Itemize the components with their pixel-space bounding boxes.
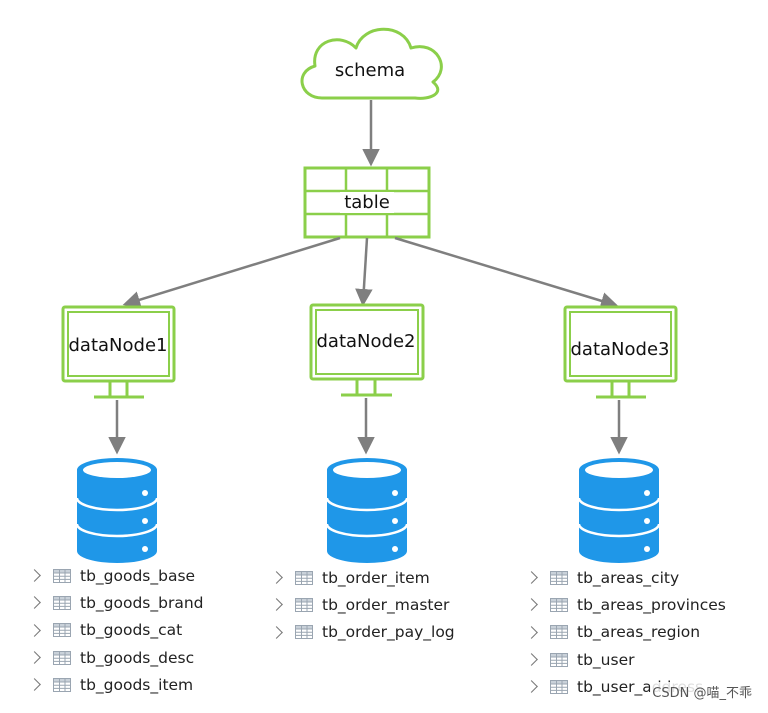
table-list-item[interactable]: tb_order_pay_log xyxy=(270,619,455,646)
table-name: tb_areas_provinces xyxy=(577,595,726,614)
table-name: tb_user xyxy=(577,650,635,669)
table-name: tb_goods_base xyxy=(80,566,196,585)
table-name: tb_order_pay_log xyxy=(322,623,455,642)
watermark: CSDN @喵_不乖 xyxy=(650,682,754,701)
table-name: tb_goods_item xyxy=(80,675,194,694)
chevron-right-icon[interactable] xyxy=(525,598,538,612)
datanode-2-table-list: tb_order_item tb_order_master tb_order_p… xyxy=(270,564,455,646)
table-name: tb_order_master xyxy=(322,595,450,614)
schema-cloud: schema xyxy=(300,27,443,100)
table-list-item[interactable]: tb_areas_region xyxy=(525,619,726,646)
table-icon xyxy=(295,570,313,585)
chevron-right-icon[interactable] xyxy=(270,571,283,585)
database-icon xyxy=(75,458,159,563)
database-icon xyxy=(325,458,409,563)
cloud-icon xyxy=(300,27,443,100)
arrow-table-to-node1 xyxy=(122,236,341,309)
datanode-3-label: dataNode3 xyxy=(571,339,670,360)
table-icon xyxy=(295,625,313,640)
chevron-right-icon[interactable] xyxy=(525,571,538,585)
chevron-right-icon[interactable] xyxy=(525,680,538,694)
chevron-right-icon[interactable] xyxy=(28,596,41,610)
chevron-right-icon[interactable] xyxy=(525,625,538,639)
table-grid: table xyxy=(303,166,431,239)
datanode-1: dataNode1 xyxy=(61,305,176,563)
table-icon xyxy=(550,570,568,585)
table-icon xyxy=(53,623,71,638)
table-icon xyxy=(550,652,568,667)
table-icon xyxy=(550,597,568,612)
table-list-item[interactable]: tb_areas_city xyxy=(525,564,726,591)
chevron-right-icon[interactable] xyxy=(270,598,283,612)
table-name: tb_goods_brand xyxy=(80,593,204,612)
table-icon xyxy=(53,568,71,583)
table-list-item[interactable]: tb_order_item xyxy=(270,564,455,591)
monitor-icon xyxy=(563,305,678,399)
table-name: tb_areas_city xyxy=(577,568,680,587)
table-list-item[interactable]: tb_areas_provinces xyxy=(525,591,726,618)
table-label: table xyxy=(344,192,390,213)
datanode-3: dataNode3 xyxy=(563,305,678,563)
chevron-right-icon[interactable] xyxy=(28,651,41,664)
chevron-right-icon[interactable] xyxy=(28,678,41,692)
table-list-item[interactable]: tb_goods_cat xyxy=(28,617,204,644)
datanode-3-table-list: tb_areas_city tb_areas_provinces tb_area… xyxy=(525,564,726,700)
table-list-item[interactable]: tb_goods_desc xyxy=(28,644,204,671)
arrow-table-to-node2 xyxy=(355,237,373,307)
table-icon xyxy=(53,677,71,692)
table-icon xyxy=(53,595,71,610)
table-icon xyxy=(550,679,568,694)
schema-label: schema xyxy=(335,60,405,81)
datanode-1-table-list: tb_goods_base tb_goods_brand tb_goods_ca… xyxy=(28,562,204,698)
monitor-icon xyxy=(61,305,176,399)
database-icon xyxy=(577,458,661,563)
table-icon xyxy=(550,625,568,640)
table-icon xyxy=(295,597,313,612)
chevron-right-icon[interactable] xyxy=(28,623,41,637)
table-name: tb_order_item xyxy=(322,568,430,587)
chevron-right-icon[interactable] xyxy=(270,625,283,639)
table-name: tb_areas_region xyxy=(577,623,701,642)
table-name: tb_goods_desc xyxy=(80,648,195,667)
arrow-table-to-node3 xyxy=(394,236,619,310)
datanode-1-label: dataNode1 xyxy=(69,335,168,356)
monitor-icon xyxy=(309,303,425,397)
table-list-item[interactable]: tb_goods_brand xyxy=(28,589,204,616)
table-icon xyxy=(53,650,71,665)
chevron-right-icon[interactable] xyxy=(525,653,538,666)
table-name: tb_goods_cat xyxy=(80,621,183,640)
datanode-2-label: dataNode2 xyxy=(317,331,416,352)
datanode-2: dataNode2 xyxy=(309,303,425,563)
table-list-item[interactable]: tb_order_master xyxy=(270,591,455,618)
chevron-right-icon[interactable] xyxy=(28,569,41,583)
table-label-bg xyxy=(340,192,394,213)
table-list-item[interactable]: tb_goods_item xyxy=(28,671,204,698)
table-list-item[interactable]: tb_user xyxy=(525,646,726,673)
table-list-item[interactable]: tb_goods_base xyxy=(28,562,204,589)
